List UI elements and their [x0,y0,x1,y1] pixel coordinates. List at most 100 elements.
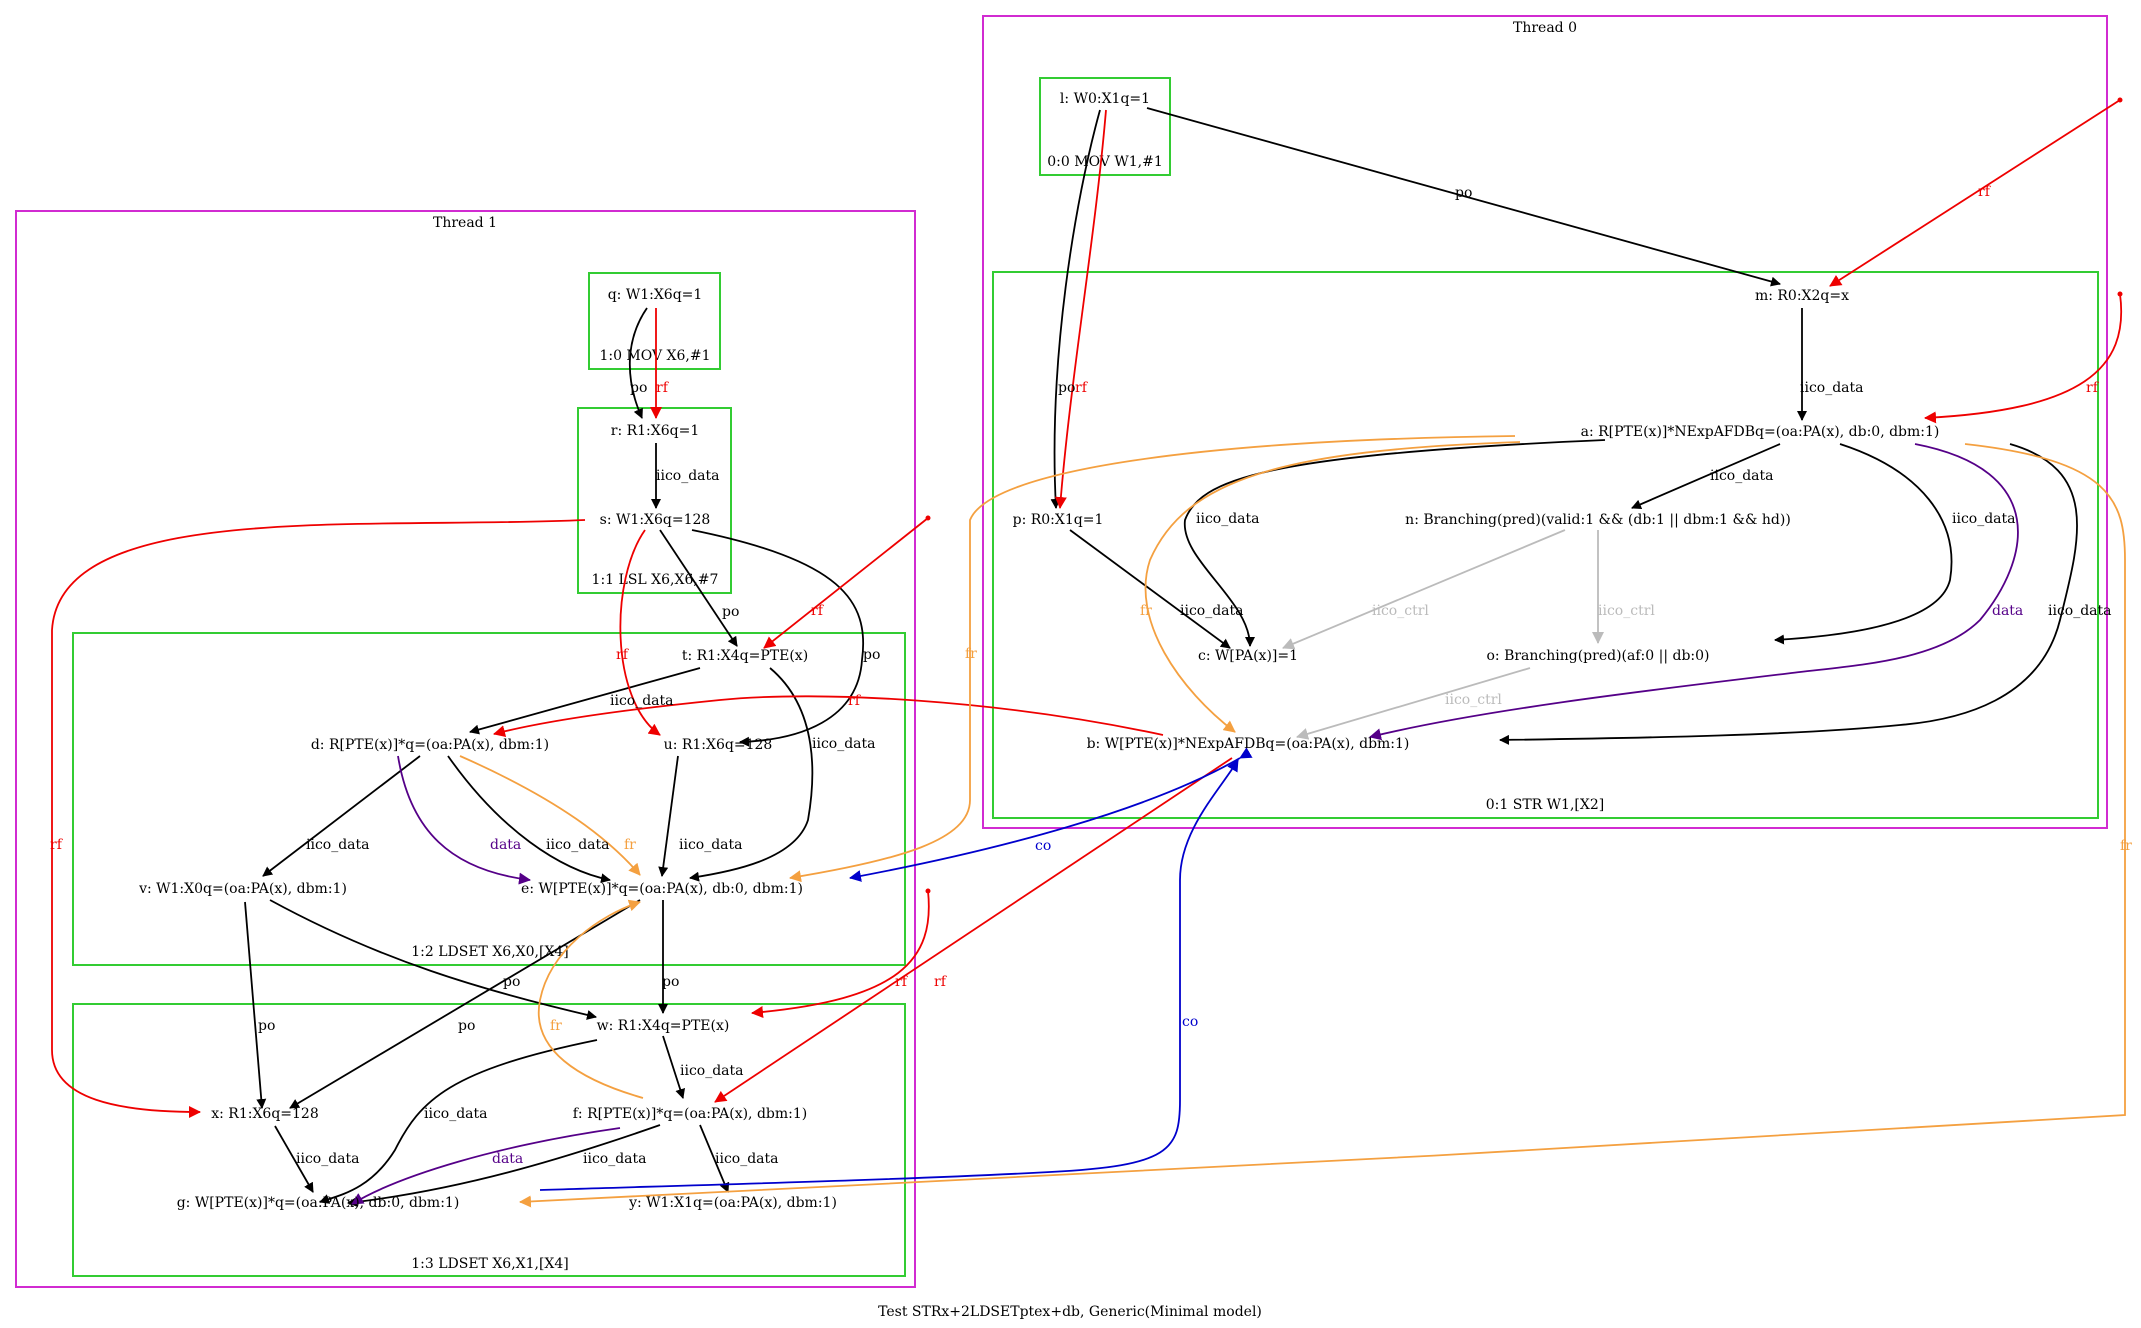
label-ctrl-nc: iico_ctrl [1372,603,1429,619]
edge-f-g-data [351,1127,621,1205]
instr-cluster-1-3: 1:3 LDSET X6,X1,[X4] [72,1003,906,1277]
edge-l-m-po [1146,107,1781,287]
label-rf-sx: rf [50,837,64,853]
rf-edges [51,97,2123,1118]
edge-d-e-fr [459,755,641,876]
edge-w-g [319,1039,598,1204]
nodes: l: W0:X1q=1 m: R0:X2q=x a: R[PTE(x)]*NEx… [138,91,1939,1211]
label-rf-su: rf [616,647,630,663]
label-iico-pc: iico_data [1180,603,1244,619]
label-iico-ma: iico_data [1800,380,1864,396]
edge-f-g [347,1124,661,1207]
label-rf-bd: rf [848,693,862,709]
label-iico-wf: iico_data [680,1063,744,1079]
edge-b-e-co [849,747,1253,882]
node-x: x: R1:X6q=128 [211,1106,319,1122]
edge-d-v [262,755,421,877]
node-a: a: R[PTE(x)]*NExpAFDBq=(oa:PA(x), db:0, … [1581,424,1940,440]
co-edges [539,747,1253,1191]
edge-b-d-rf [493,695,1164,738]
label-fr-ae: fr [965,646,977,662]
label-iico-te: iico_data [812,736,876,752]
edge-u-e [658,755,679,877]
label-rf-init-w: rf [895,974,909,990]
edge-labels: po po rf rf rf iico_data iico_data iico_… [50,184,2132,1167]
label-po-lm: po [1455,185,1472,201]
label-iico-ab: iico_data [2048,603,2112,619]
node-r: r: R1:X6q=1 [611,423,700,439]
label-po-ex: po [458,1018,475,1034]
node-o: o: Branching(pred)(af:0 || db:0) [1486,648,1709,664]
edge-init-a-rf [1924,293,2123,424]
edge-s-u-rf [619,529,661,736]
instr-cluster-1-0: 1:0 MOV X6,#1 [588,272,721,370]
edge-a-b-fr [1144,441,1521,733]
diagram-caption: Test STRx+2LDSETptex+db, Generic(Minimal… [878,1304,1262,1320]
edge-v-x-po [244,901,267,1109]
iico-data-edges [262,308,2078,1207]
instr-cluster-0-1: 0:1 STR W1,[X2] [992,271,2099,819]
label-iico-dv: iico_data [306,837,370,853]
label-iico-xg: iico_data [296,1151,360,1167]
edge-w-f [662,1035,685,1099]
node-g: g: W[PTE(x)]*q=(oa:PA(x), db:0, dbm:1) [177,1195,460,1211]
label-rf-lp: rf [1075,380,1089,396]
label-ctrl-ob: iico_ctrl [1445,692,1502,708]
label-rf-init-a: rf [2086,380,2100,396]
edge-init-m-rf [1829,99,2121,287]
edge-l-p-rf [1054,109,1107,509]
label-rf-init-m: rf [1978,184,1992,200]
data-edges [351,443,2019,1205]
edge-v-w-po [269,899,597,1020]
label-fr-ab: fr [1140,603,1152,619]
edge-f-y [699,1124,730,1193]
label-fr-fe: fr [550,1018,562,1034]
node-q: q: W1:X6q=1 [608,287,703,303]
edge-d-e-data [397,755,531,885]
label-po-vw: po [503,974,520,990]
instr-label-1-0: 1:0 MOV X6,#1 [599,348,710,364]
label-rf-bf: rf [934,974,948,990]
label-iico-ac: iico_data [1196,511,1260,527]
node-l: l: W0:X1q=1 [1060,91,1150,107]
instr-cluster-1-2: 1:2 LDSET X6,X0,[X4] [72,632,906,966]
node-t: t: R1:X4q=PTE(x) [682,648,808,664]
edge-b-g-co [539,759,1239,1191]
edge-q-r-po [628,307,648,419]
edge-a-g-fr [519,443,2126,1208]
edge-b-f-rf [714,757,1233,1103]
node-w: w: R1:X4q=PTE(x) [597,1018,730,1034]
thread-0-cluster: Thread 0 [982,15,2108,829]
edge-p-c [1069,529,1231,649]
edge-a-n [1631,443,1781,510]
label-iico-ao: iico_data [1952,511,2016,527]
node-c: c: W[PA(x)]=1 [1198,648,1298,664]
edge-s-t-po [659,529,738,647]
edge-t-e [689,667,814,882]
label-po-su: po [863,647,880,663]
instr-cluster-0-0: 0:0 MOV W1,#1 [1039,77,1171,176]
label-po-st: po [722,604,739,620]
label-fr-ag: fr [2120,838,2132,854]
instr-label-0-0: 0:0 MOV W1,#1 [1047,154,1163,170]
node-d: d: R[PTE(x)]*q=(oa:PA(x), dbm:1) [311,737,549,753]
edge-a-b-data [1369,443,2019,741]
label-co-bg: co [1182,1014,1198,1030]
label-rf-qr: rf [656,380,670,396]
node-u: u: R1:X6q=128 [664,737,773,753]
label-ctrl-no: iico_ctrl [1598,603,1655,619]
edge-n-c [1282,529,1566,650]
edge-init-t-rf [763,517,929,649]
edge-f-e-fr [537,899,644,1099]
node-y: y: W1:X1q=(oa:PA(x), dbm:1) [628,1195,837,1211]
node-e: e: W[PTE(x)]*q=(oa:PA(x), db:0, dbm:1) [521,881,803,897]
label-po-qr: po [630,380,647,396]
node-n: n: Branching(pred)(valid:1 && (db:1 || d… [1405,512,1791,528]
edge-a-b [1499,443,2078,745]
edge-t-d [469,667,701,735]
node-p: p: R0:X1q=1 [1013,512,1104,528]
label-iico-an: iico_data [1710,468,1774,484]
edge-d-e [447,755,611,884]
label-iico-fy: iico_data [715,1151,779,1167]
label-iico-fg: iico_data [583,1151,647,1167]
